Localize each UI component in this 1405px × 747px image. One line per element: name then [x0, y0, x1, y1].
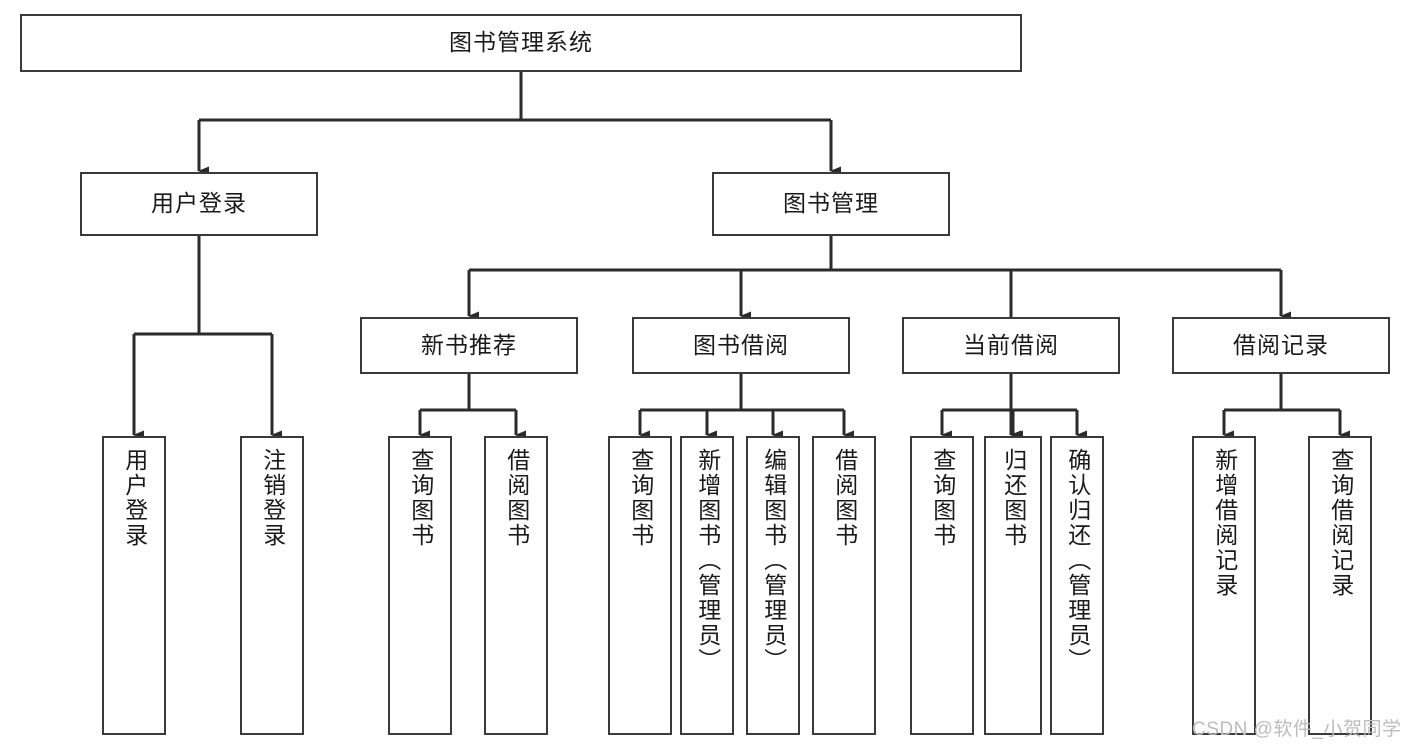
node-label: 图书管理	[783, 190, 879, 217]
node-label-vertical: 借阅图书	[503, 448, 530, 548]
node-label-vertical: 借阅图书	[831, 448, 858, 548]
node-label-vertical: 确认归还（管理员）	[1064, 448, 1091, 673]
node-leaf-query-book-1[interactable]: 查询图书	[388, 436, 452, 735]
node-label-vertical: 新增借阅记录	[1211, 448, 1238, 598]
node-leaf-add-book[interactable]: 新增图书（管理员）	[680, 436, 734, 735]
node-label-vertical: 注销登录	[259, 448, 286, 548]
node-label-vertical: 归还图书	[1000, 448, 1027, 548]
node-user-login[interactable]: 用户登录	[80, 172, 318, 236]
node-label-vertical: 查询借阅记录	[1327, 448, 1354, 598]
node-label-vertical: 查询图书	[407, 448, 434, 548]
node-label: 借阅记录	[1233, 331, 1329, 358]
node-label: 用户登录	[151, 190, 247, 217]
node-new-book-rec[interactable]: 新书推荐	[360, 317, 578, 374]
node-label: 图书借阅	[693, 331, 789, 358]
edge-paths	[132, 72, 1350, 440]
node-root[interactable]: 图书管理系统	[20, 14, 1022, 72]
node-book-manage[interactable]: 图书管理	[712, 172, 950, 236]
node-leaf-add-record[interactable]: 新增借阅记录	[1192, 436, 1256, 735]
node-book-borrow[interactable]: 图书借阅	[632, 317, 850, 374]
node-label-vertical: 新增图书（管理员）	[694, 448, 721, 673]
node-leaf-borrow-book-1[interactable]: 借阅图书	[484, 436, 548, 735]
node-label: 新书推荐	[421, 331, 517, 358]
node-leaf-query-book-3[interactable]: 查询图书	[910, 436, 974, 735]
node-leaf-query-record[interactable]: 查询借阅记录	[1308, 436, 1372, 735]
watermark-label: CSDN @软件_小贺同学	[1192, 719, 1402, 740]
node-leaf-edit-book[interactable]: 编辑图书（管理员）	[746, 436, 800, 735]
node-borrow-record[interactable]: 借阅记录	[1172, 317, 1390, 374]
node-label-vertical: 查询图书	[929, 448, 956, 548]
node-label: 当前借阅	[963, 331, 1059, 358]
node-leaf-confirm-return[interactable]: 确认归还（管理员）	[1050, 436, 1104, 735]
node-leaf-user-login[interactable]: 用户登录	[102, 436, 166, 735]
node-current-borrow[interactable]: 当前借阅	[902, 317, 1120, 374]
node-label-vertical: 编辑图书（管理员）	[760, 448, 787, 673]
node-leaf-return-book[interactable]: 归还图书	[984, 436, 1042, 735]
node-leaf-query-book-2[interactable]: 查询图书	[608, 436, 672, 735]
node-label-vertical: 查询图书	[627, 448, 654, 548]
node-label: 图书管理系统	[449, 29, 593, 56]
node-leaf-logout[interactable]: 注销登录	[240, 436, 304, 735]
node-label-vertical: 用户登录	[121, 448, 148, 548]
node-leaf-borrow-book-2[interactable]: 借阅图书	[812, 436, 876, 735]
